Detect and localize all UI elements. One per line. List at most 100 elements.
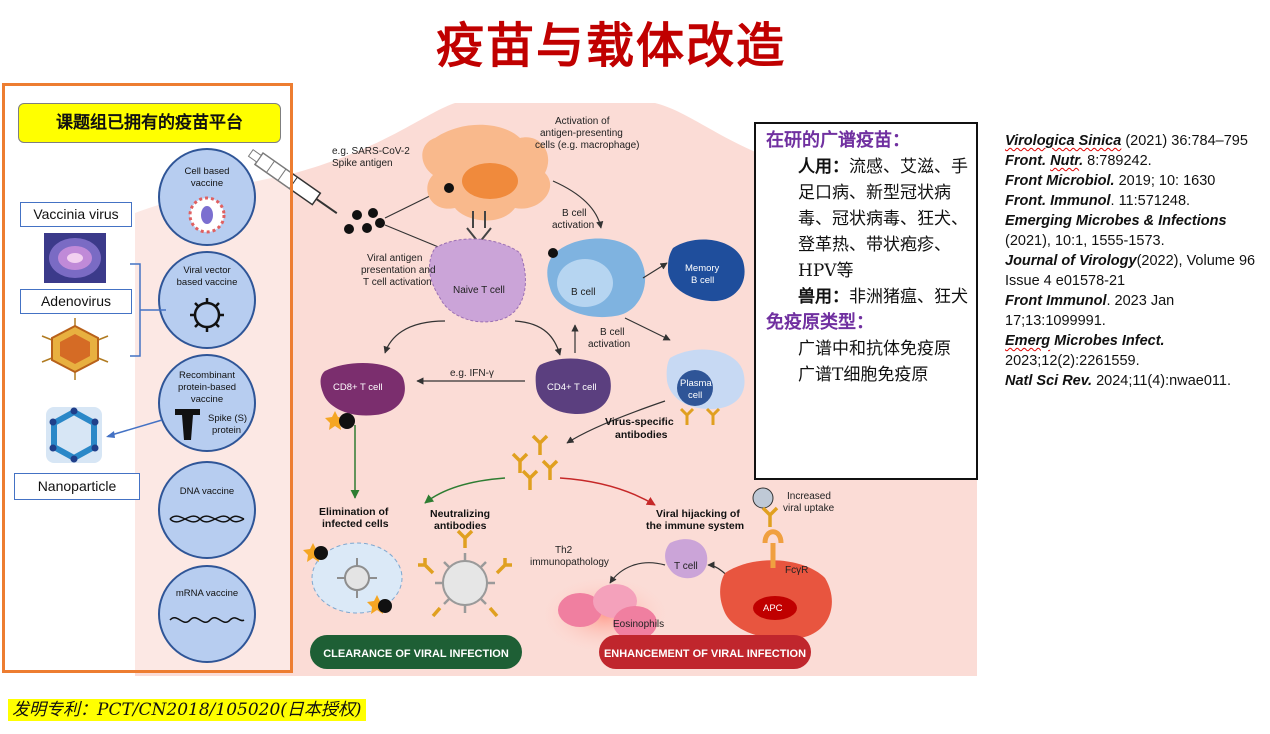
label-vap1: Viral antigen xyxy=(367,253,422,264)
mrna-wave-icon xyxy=(169,617,245,623)
reference-item: Front. Nutr. 8:789242. xyxy=(1005,153,1152,169)
list-item-vet: 兽用：非洲猪瘟、狂犬 xyxy=(766,284,968,310)
label-hijack1: Viral hijacking of xyxy=(656,508,740,520)
tag-nanoparticle: Nanoparticle xyxy=(14,473,140,500)
tag-vaccinia: Vaccinia virus xyxy=(20,202,132,227)
label-fcyr: FcγR xyxy=(785,565,808,576)
label-tcell: T cell xyxy=(674,561,698,572)
list-item-human: 人用：流感、艾滋、手足口病、新型冠状病毒、冠状病毒、狂犬、登革热、带状疱疹、HP… xyxy=(766,154,968,284)
label-naive-t: Naive T cell xyxy=(453,285,505,296)
label-cd4: CD4+ T cell xyxy=(547,382,597,393)
enhancement-banner xyxy=(599,635,811,669)
label-neut2: antibodies xyxy=(434,520,487,532)
label-rp3: vaccine xyxy=(191,394,223,405)
human-text: 流感、艾滋、手足口病、新型冠状病毒、冠状病毒、狂犬、登革热、带状疱疹、HPV等 xyxy=(798,157,968,281)
clearance-banner xyxy=(310,635,522,669)
antibody-icons-plasma xyxy=(679,407,721,425)
label-cell2: vaccine xyxy=(191,178,223,189)
bracket-connector xyxy=(130,263,166,357)
label-apc: APC xyxy=(763,603,783,614)
t-cell-small xyxy=(665,539,708,579)
slide-title: 疫苗与载体改造 xyxy=(435,18,786,74)
vaccinia-virus-icon xyxy=(44,233,106,283)
adenovirus-icon xyxy=(41,318,109,380)
circle-dna-vaccine: DNA vaccine xyxy=(158,461,256,559)
reference-item: Journal of Virology(2022), Volume 96 Iss… xyxy=(1005,253,1256,289)
eosinophil-cells xyxy=(558,584,657,640)
patent-note: 发明专利：PCT/CN2018/105020(日本授权) xyxy=(8,699,366,721)
reference-item: Front Microbiol. 2019; 10: 1630 xyxy=(1005,173,1216,189)
label-bact3: B cell xyxy=(600,327,624,338)
reference-item: Front Immunol. 2023 Jan 17;13:1099991. xyxy=(1005,293,1175,329)
vet-text: 非洲猪瘟、狂犬 xyxy=(849,287,968,307)
label-spike: Spike antigen xyxy=(332,158,393,169)
label-activation3: cells (e.g. macrophage) xyxy=(535,140,640,151)
list-item-imm2: 广谱T细胞免疫原 xyxy=(798,365,929,385)
label-b-cell: B cell xyxy=(571,287,595,298)
reference-item: Virologica Sinica (2021) 36:784–795 xyxy=(1005,133,1248,149)
enhancement-label: ENHANCEMENT OF VIRAL INFECTION xyxy=(604,648,806,660)
label-sars: e.g. SARS-CoV-2 xyxy=(332,146,410,157)
label-rp2: protein-based xyxy=(178,382,236,393)
antibody-cluster xyxy=(511,434,559,490)
antigen-dots xyxy=(344,208,385,234)
reference-item: Natl Sci Rev. 2024;11(4):nwae011. xyxy=(1005,373,1231,389)
label-memory1: Memory xyxy=(685,263,720,274)
viral-vector-icon xyxy=(190,298,224,332)
label-plasma1: Plasma xyxy=(680,378,712,389)
vaccine-platform-circles: Cell based vaccine Viral vector based va… xyxy=(158,148,256,663)
label-vv1: Viral vector xyxy=(183,265,230,276)
label-th2a: Th2 xyxy=(555,545,573,556)
label-bact2: activation xyxy=(552,220,594,231)
clearance-label: CLEARANCE OF VIRAL INFECTION xyxy=(323,648,509,660)
label-th2b: immunopathology xyxy=(530,557,609,568)
human-label: 人用： xyxy=(798,157,849,177)
reference-item: Front. Immunol. 11:571248. xyxy=(1005,193,1191,209)
label-plasma2: cell xyxy=(688,390,702,401)
label-dna: DNA vaccine xyxy=(180,486,234,497)
vet-label: 兽用： xyxy=(798,287,849,307)
broad-spectrum-vaccines-box: 在研的广谱疫苗： 人用：流感、艾滋、手足口病、新型冠状病毒、冠状病毒、狂犬、登革… xyxy=(754,122,978,480)
circle-recombinant-protein: Recombinant protein-based vaccine Spike … xyxy=(158,354,256,452)
reference-item: Emerg Microbes Infect. 2023;12(2):226155… xyxy=(1005,333,1165,369)
circle-mrna-vaccine: mRNA vaccine xyxy=(158,565,256,663)
virus-icon-infected xyxy=(337,558,377,598)
label-cd8: CD8+ T cell xyxy=(333,382,383,393)
label-vs2: antibodies xyxy=(615,429,668,441)
spike-protein-icon xyxy=(175,409,200,440)
label-incr1: Increased xyxy=(787,491,831,502)
naive-t-cell xyxy=(429,238,526,323)
label-rp1: Recombinant xyxy=(179,370,235,381)
star-icon xyxy=(325,411,345,430)
label-bact4: activation xyxy=(588,339,630,350)
references-list: Virologica Sinica (2021) 36:784–795 Fron… xyxy=(1005,131,1267,391)
label-vap2: presentation and xyxy=(361,265,436,276)
label-memory2: B cell xyxy=(691,275,714,286)
label-hijack2: the immune system xyxy=(646,520,744,532)
label-vs1: Virus-specific xyxy=(605,416,674,428)
label-cell1: Cell based xyxy=(185,166,230,177)
label-incr2: viral uptake xyxy=(783,503,835,514)
reference-item: Emerging Microbes & Infections (2021), 1… xyxy=(1005,213,1227,249)
label-eos: Eosinophils xyxy=(613,619,664,630)
label-ifn: e.g. IFN-γ xyxy=(450,368,494,379)
label-activation2: antigen-presenting xyxy=(540,128,623,139)
virus-icon-uptake xyxy=(752,487,774,509)
label-elim1: Elimination of xyxy=(319,506,389,518)
label-neut1: Neutralizing xyxy=(430,508,490,520)
label-elim2: infected cells xyxy=(322,518,389,530)
fcyr-receptor xyxy=(762,529,784,568)
label-vap3: T cell activation xyxy=(363,277,432,288)
label-activation1: Activation of xyxy=(555,116,610,127)
tag-adenovirus: Adenovirus xyxy=(20,289,132,314)
nanoparticle-icon xyxy=(46,407,102,463)
platform-title: 课题组已拥有的疫苗平台 xyxy=(18,103,281,143)
broad-vaccine-list: 人用：流感、艾滋、手足口病、新型冠状病毒、冠状病毒、狂犬、登革热、带状疱疹、HP… xyxy=(766,154,968,310)
label-spike1: Spike (S) xyxy=(208,413,247,424)
circle-viral-vector: Viral vector based vaccine xyxy=(158,251,256,349)
cd8-t-cell xyxy=(320,362,405,416)
circle-cell-based: Cell based vaccine xyxy=(158,148,256,246)
label-bact1: B cell xyxy=(562,208,586,219)
label-spike2: protein xyxy=(212,425,241,436)
immunogen-list: 广谱中和抗体免疫原 广谱T细胞免疫原 xyxy=(766,336,968,388)
